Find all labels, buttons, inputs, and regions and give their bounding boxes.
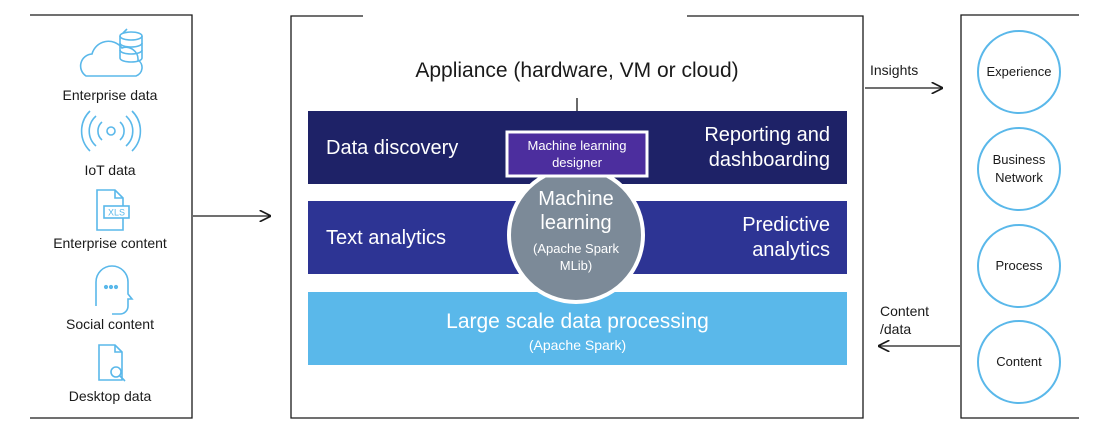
outcome-circle-process [977,224,1061,308]
svg-text:XLS: XLS [108,208,125,218]
xls-document-icon: XLS [96,189,130,231]
outcome-circle-business-network [977,127,1061,211]
source-label-iot-data: IoT data [84,162,136,178]
predictive-analytics-label: Predictive analytics [742,214,830,261]
document-search-icon [98,344,126,382]
source-label-enterprise-data: Enterprise data [62,87,158,103]
source-label-desktop-data: Desktop data [68,388,152,404]
source-label-social-content: Social content [66,316,154,332]
ml-designer-label: Machine learning designer [527,138,627,170]
large-scale-sublabel: (Apache Spark) [528,337,627,353]
data-discovery-label: Data discovery [326,137,459,159]
wireless-signal-icon [80,110,142,152]
ml-designer-box [505,130,649,178]
large-scale-label: Large scale data processing [446,310,709,333]
outcome-label-experience: Experience [986,64,1052,79]
outcome-circle-content [977,320,1061,404]
outcome-label-process: Process [995,258,1043,273]
insights-label: Insights [870,62,919,78]
reporting-label: Reporting and dashboarding [704,124,830,171]
outcome-label-business-network: Business Network [992,152,1046,185]
person-chat-icon [95,265,134,315]
content-data-label: Content /data [880,303,930,337]
outcome-circle-experience [977,30,1061,114]
cloud-database-icon [79,28,143,77]
appliance-title: Appliance (hardware, VM or cloud) [415,59,739,82]
appliance-frame [290,15,864,419]
sources-bracket [30,14,193,419]
source-label-enterprise-content: Enterprise content [53,235,167,251]
outcomes-bracket [960,14,1079,419]
text-analytics-label: Text analytics [326,227,447,249]
outcome-label-content: Content [996,354,1042,369]
ml-circle-title: Machine learning [538,188,614,234]
band-large-scale [308,292,847,365]
ml-circle-sublabel: (Apache Spark MLib) [533,241,619,273]
